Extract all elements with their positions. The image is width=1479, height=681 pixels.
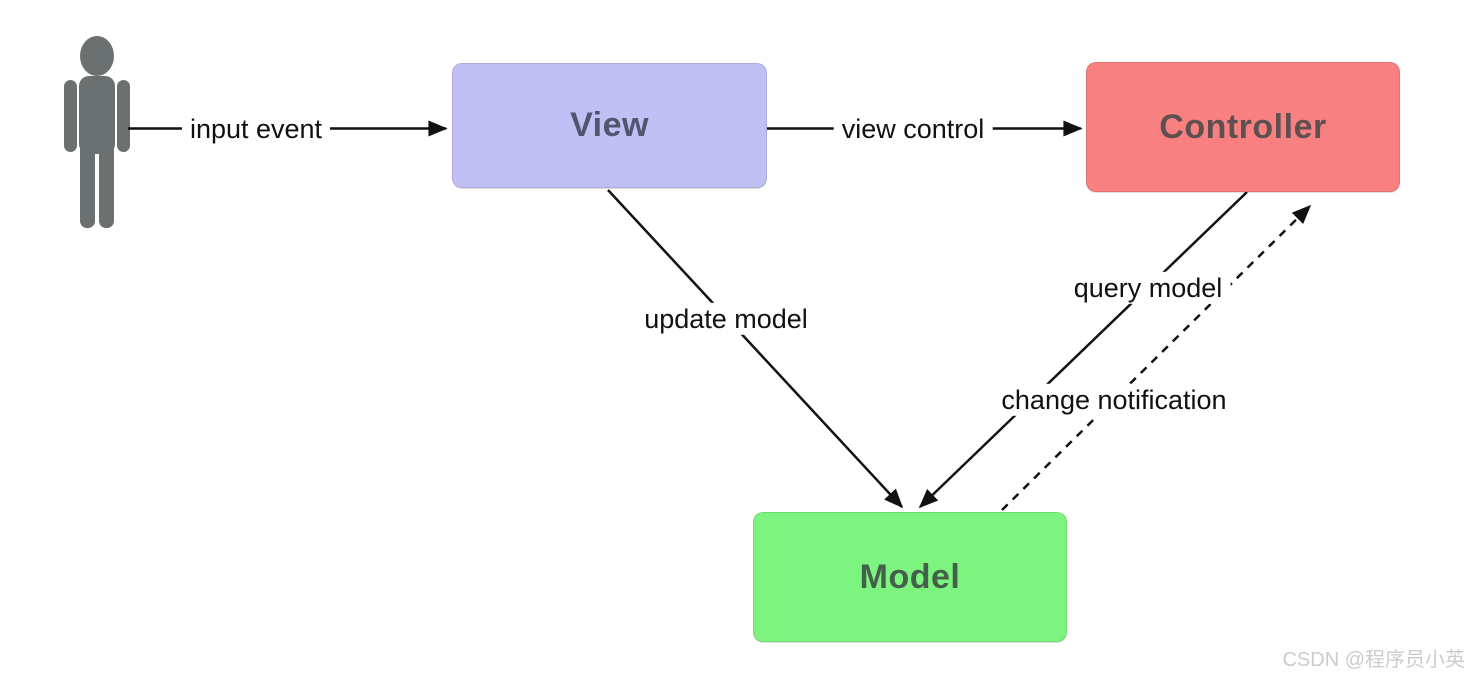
edge-label-update-model: update model [636,302,816,336]
view-node: View [452,63,767,188]
view-node-label: View [570,106,649,144]
edge-label-input-event: input event [181,112,331,146]
user-actor-icon [64,36,130,228]
csdn-watermark: CSDN @程序员小英 [1282,649,1465,671]
edge-label-change-notification: change notification [993,383,1235,417]
edge-label-query-model: query model [1065,271,1231,305]
controller-node: Controller [1086,62,1400,192]
edge-change-notification [1001,204,1312,511]
edge-query-model [918,191,1248,509]
model-node-label: Model [859,557,961,596]
edge-update-model [607,189,904,509]
controller-node-label: Controller [1159,107,1327,146]
model-node: Model [753,512,1067,642]
edge-label-view-control: view control [833,112,993,146]
